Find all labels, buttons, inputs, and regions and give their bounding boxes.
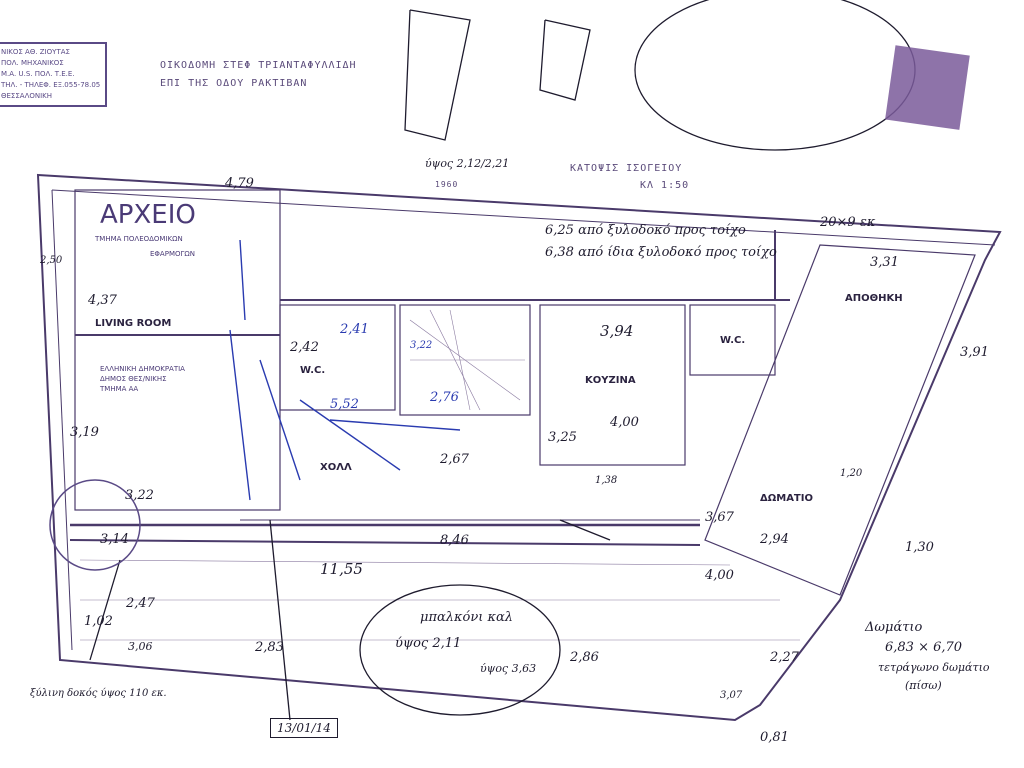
dim: 8,46 bbox=[440, 533, 469, 548]
note-room-size: 6,83 × 6,70 bbox=[885, 640, 963, 655]
dim: 3,67 bbox=[705, 510, 734, 525]
kitchen-wall bbox=[539, 304, 686, 466]
note-height-3-63: ύψος 3,63 bbox=[480, 662, 537, 675]
dim: 3,31 bbox=[870, 255, 899, 270]
archive-stamp-word: ΑΡΧΕΙΟ bbox=[100, 200, 196, 230]
dim: 5,52 bbox=[330, 397, 359, 412]
title-line-2: ΕΠΙ ΤΗΣ ΟΔΟΥ ΡΑΚΤΙΒΑΝ bbox=[160, 78, 308, 89]
dim: 3,91 bbox=[960, 345, 989, 360]
plan-title: ΚΑΤΟΨΙΣ ΙΣΟΓΕΙΟΥ bbox=[570, 163, 683, 174]
note-beam: ξύλινη δοκός ύψος 110 εκ. bbox=[30, 688, 167, 699]
dim: 2,67 bbox=[440, 452, 469, 467]
room-kitchen: ΚΟΥΖΙΝΑ bbox=[585, 375, 636, 386]
outer-wall bbox=[36, 173, 1002, 722]
room-wc2: W.C. bbox=[720, 335, 746, 346]
wc-wall bbox=[279, 304, 396, 411]
dim: 2,94 bbox=[760, 532, 789, 547]
dim: 2,41 bbox=[340, 322, 369, 337]
dim: 2,76 bbox=[430, 390, 459, 405]
dim: 2,42 bbox=[290, 340, 319, 355]
stamp-name: ΝΙΚΟΣ ΑΘ. ΖΙΟΥΤΑΣ bbox=[1, 48, 70, 56]
dim: 4,37 bbox=[88, 293, 117, 308]
note-circle-detail bbox=[634, 0, 916, 151]
dim: 20×9 εκ bbox=[820, 215, 876, 230]
municipal-stamp-2: ΔΗΜΟΣ ΘΕΣ/ΝΙΚΗΣ bbox=[100, 375, 167, 383]
room-storage: ΑΠΟΘΗΚΗ bbox=[845, 293, 903, 304]
dim: 11,55 bbox=[320, 560, 363, 578]
stamp-role: ΠΟΛ. ΜΗΧΑΝΙΚΟΣ bbox=[1, 59, 64, 67]
dim: 2,47 bbox=[126, 596, 155, 611]
dim: 1,02 bbox=[84, 614, 113, 629]
room-hall: ΧΟΛΛ bbox=[320, 462, 352, 473]
note-circle-balcony bbox=[359, 584, 561, 716]
postage-stamp bbox=[885, 45, 970, 130]
stamp-line3: Μ.Α. U.S. ΠΟΛ. Τ.Ε.Ε. bbox=[1, 70, 75, 78]
note-balcony: μπαλκόνι καλ bbox=[420, 610, 514, 625]
dim: 2,50 bbox=[40, 255, 63, 266]
municipal-stamp-1: ΕΛΛΗΝΙΚΗ ΔΗΜΟΚΡΑΤΙΑ bbox=[100, 365, 185, 373]
dim: 3,06 bbox=[128, 640, 153, 653]
round-seal bbox=[49, 479, 141, 571]
dim: 1,20 bbox=[840, 468, 863, 479]
dim: 2,86 bbox=[570, 650, 599, 665]
dim: 3,25 bbox=[548, 430, 577, 445]
dim: 0,81 bbox=[760, 730, 789, 745]
room-bedroom: ΔΩΜΑΤΙΟ bbox=[760, 493, 813, 504]
note-square-room: τετράγωνο δωμάτιο bbox=[878, 661, 990, 674]
archive-stamp-sub2: ΕΦΑΡΜΟΓΩΝ bbox=[150, 250, 195, 258]
dim: 3,14 bbox=[100, 532, 129, 547]
dim: 2,27 bbox=[770, 650, 799, 665]
dim: 3,22 bbox=[410, 340, 433, 351]
note-back: (πίσω) bbox=[905, 679, 942, 692]
archive-stamp-sub1: ΤΜΗΜΑ ΠΟΛΕΟΔΟΜΙΚΩΝ bbox=[95, 235, 183, 243]
room-wc: W.C. bbox=[300, 365, 326, 376]
title-line-1: ΟΙΚΟΔΟΜΗ ΣΤΕΦ ΤΡΙΑΝΤΑΦΥΛΛΙΔΗ bbox=[160, 60, 357, 71]
dim: 3,22 bbox=[125, 488, 154, 503]
note-6-25: 6,25 από ξυλοδοκό προς τοίχο bbox=[545, 223, 746, 238]
stamp-line4: ΤΗΛ. - ΤΗΛΕΦ. ΕΞ.055-78.05 bbox=[1, 81, 101, 89]
overall-width-dim: 1960 bbox=[435, 180, 459, 189]
dim: 2,83 bbox=[255, 640, 284, 655]
inner-top-wall bbox=[51, 189, 996, 246]
wc2-wall bbox=[689, 304, 776, 376]
bedroom-wall bbox=[704, 244, 976, 596]
stamp-city: ΘΕΣΣΑΛΟΝΙΚΗ bbox=[1, 92, 53, 100]
dim: 3,94 bbox=[600, 322, 634, 340]
room-living: LIVING ROOM bbox=[95, 318, 172, 329]
dim: 3,07 bbox=[720, 690, 743, 701]
note-height: ύψος 2,12/2,21 bbox=[425, 157, 510, 170]
dim: 4,00 bbox=[705, 568, 734, 583]
dim: 1,38 bbox=[595, 475, 618, 486]
dim: 3,19 bbox=[70, 425, 99, 440]
note-6-38: 6,38 από ίδια ξυλοδοκό προς τοίχο bbox=[545, 245, 777, 260]
note-room: Δωμάτιο bbox=[865, 620, 923, 635]
stair-wall bbox=[399, 304, 531, 416]
municipal-stamp-3: ΤΜΗΜΑ ΑΑ bbox=[100, 385, 139, 393]
dim: 4,79 bbox=[225, 176, 254, 191]
dim: 1,30 bbox=[905, 540, 934, 555]
dim: 4,00 bbox=[610, 415, 639, 430]
note-height-2-11: ύψος 2,11 bbox=[395, 636, 462, 651]
date-box: 13/01/14 bbox=[270, 718, 338, 738]
plan-scale: ΚΛ 1:50 bbox=[640, 180, 690, 191]
engineer-stamp: ΝΙΚΟΣ ΑΘ. ΖΙΟΥΤΑΣ ΠΟΛ. ΜΗΧΑΝΙΚΟΣ Μ.Α. U.… bbox=[0, 42, 108, 107]
